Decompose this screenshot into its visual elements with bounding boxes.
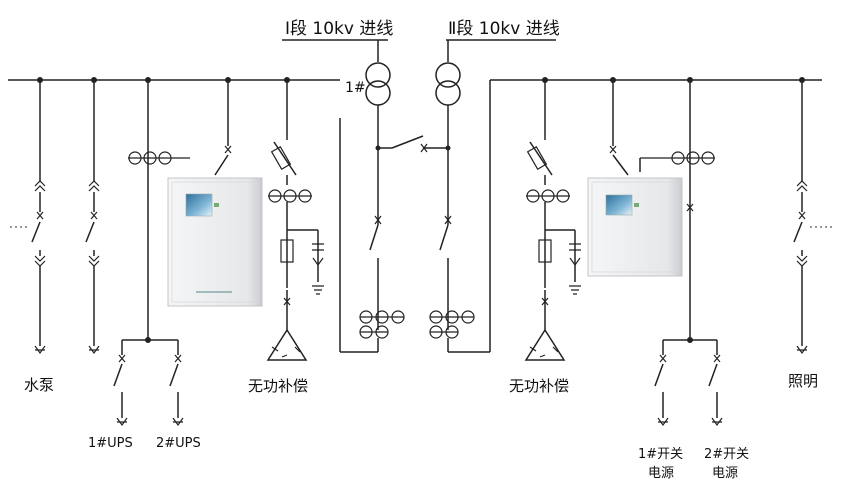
feeder-right-cabinet-switch	[609, 80, 629, 176]
feeder-water-pump: 水泵	[24, 80, 54, 394]
switch-power-2-label-line2: 电源	[712, 466, 738, 481]
right-cabinet-screen	[605, 194, 633, 216]
incoming-line-1-label: Ⅰ段 10kv 进线	[285, 19, 393, 39]
ups-2-label: 2#UPS	[156, 436, 201, 451]
feeder-switch-power: 1#开关 电源 2#开关 电源	[638, 80, 749, 481]
feeder-left-cabinet-switch	[214, 80, 232, 176]
switch-power-2-label-line1: 2#开关	[704, 447, 749, 462]
incoming-line-2-label: Ⅱ段 10kv 进线	[448, 19, 560, 39]
incoming-breaker-1	[339, 118, 405, 353]
right-busbar	[490, 77, 822, 83]
switch-power-1-label-line1: 1#开关	[638, 447, 683, 462]
feeder-right-compensation: 无功补偿	[509, 80, 581, 395]
left-compensation-label: 无功补偿	[248, 377, 308, 395]
transformer-1-mark: 1#	[345, 80, 366, 96]
water-pump-label: 水泵	[24, 376, 54, 394]
right-power-cabinet	[587, 177, 683, 277]
incoming-breaker-2	[429, 80, 491, 353]
feeder-ups: 1#UPS 2#UPS	[88, 80, 201, 451]
left-power-cabinet	[167, 177, 263, 307]
ups-1-label: 1#UPS	[88, 436, 133, 451]
feeder-left-2	[85, 80, 100, 355]
feeder-lighting: 照明	[788, 80, 818, 390]
lighting-label: 照明	[788, 372, 818, 390]
left-busbar	[8, 77, 340, 83]
right-compensation-label: 无功补偿	[509, 377, 569, 395]
switch-power-1-label-line2: 电源	[648, 466, 674, 481]
incoming-feeder-1: 1#	[345, 40, 391, 225]
left-cabinet-screen	[185, 193, 213, 217]
bus-tie-switch	[375, 135, 451, 153]
incoming-feeder-2	[435, 40, 461, 225]
feeder-left-compensation: 无功补偿	[248, 80, 324, 395]
